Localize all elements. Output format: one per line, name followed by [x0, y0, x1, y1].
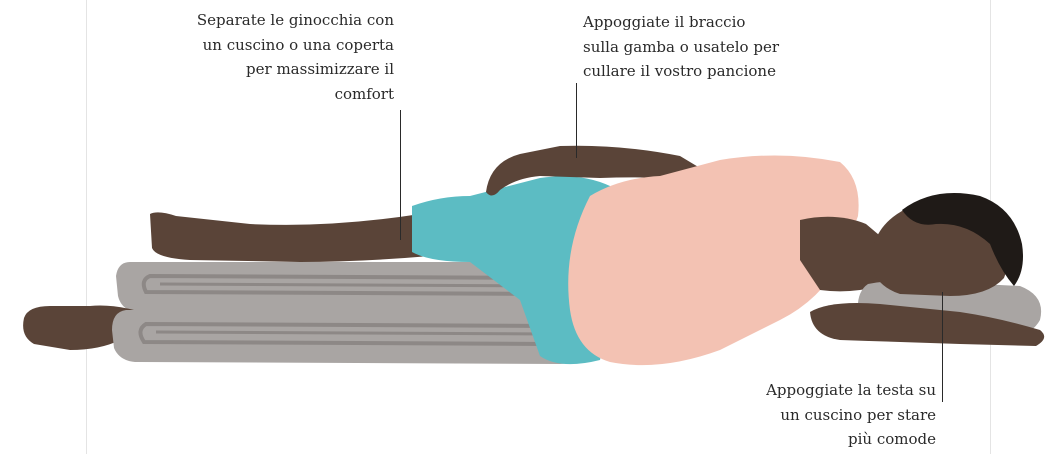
leader-line-arm — [576, 83, 577, 158]
annotation-arm: Appoggiate il braccio sulla gamba o usat… — [583, 10, 823, 84]
leader-line-head — [942, 292, 943, 402]
folded-blanket-bottom — [112, 310, 594, 364]
upper-leg — [150, 212, 430, 262]
annotation-knees-line-2: un cuscino o una coperta — [162, 33, 394, 58]
annotation-knees-line-3: per massimizzare il — [162, 57, 394, 82]
annotation-knees-line-1: Separate le ginocchia con — [162, 8, 394, 33]
annotation-knees: Separate le ginocchia con un cuscino o u… — [162, 8, 394, 106]
annotation-arm-line-2: sulla gamba o usatelo per — [583, 35, 823, 60]
annotation-arm-line-1: Appoggiate il braccio — [583, 10, 823, 35]
annotation-head-line-2: un cuscino per stare — [700, 403, 936, 428]
annotation-head-line-1: Appoggiate la testa su — [700, 378, 936, 403]
annotation-head: Appoggiate la testa su un cuscino per st… — [700, 378, 936, 452]
annotation-head-line-3: più comode — [700, 427, 936, 452]
annotation-arm-line-3: cullare il vostro pancione — [583, 59, 823, 84]
annotation-knees-line-4: comfort — [162, 82, 394, 107]
leader-line-knees — [400, 110, 401, 240]
